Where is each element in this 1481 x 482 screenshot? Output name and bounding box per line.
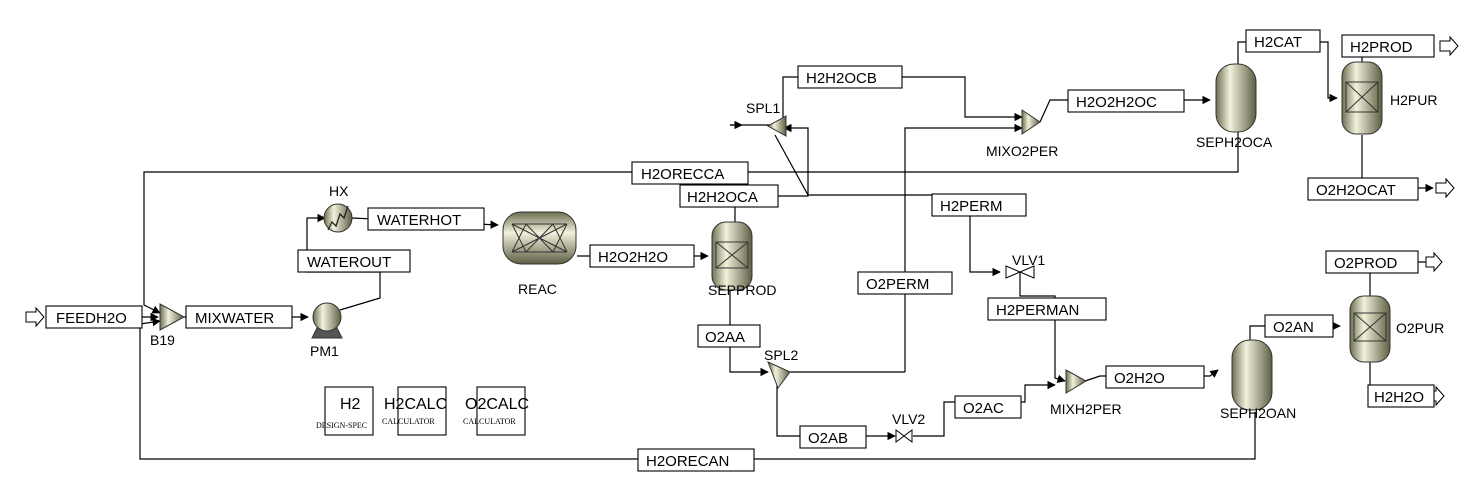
- block-label-b19: B19: [150, 332, 175, 348]
- svg-text:MIXWATER: MIXWATER: [195, 310, 274, 327]
- stream-h2perm[interactable]: H2PERM: [931, 193, 1027, 217]
- o2prod-outlet-arrow: [1425, 251, 1443, 273]
- block-label-vlv1: VLV1: [1012, 252, 1045, 268]
- svg-text:H2O2H2O: H2O2H2O: [598, 249, 668, 266]
- splitter-spl1-icon[interactable]: [766, 115, 787, 137]
- splitter-spl2-icon[interactable]: [767, 361, 791, 390]
- stream-o2prod[interactable]: O2PROD: [1325, 250, 1419, 274]
- svg-text:H2CALC: H2CALC: [384, 396, 447, 413]
- block-label-sepprod: SEPPROD: [708, 282, 776, 298]
- stream-h2o2h2oc[interactable]: H2O2H2OC: [1067, 89, 1185, 113]
- stream-h2prod[interactable]: H2PROD: [1341, 34, 1435, 58]
- svg-text:H2PERMAN: H2PERMAN: [996, 302, 1079, 319]
- h2prod-outlet-arrow: [1439, 35, 1459, 57]
- stream-o2an[interactable]: O2AN: [1264, 314, 1334, 338]
- svg-text:CALCULATOR: CALCULATOR: [463, 417, 516, 426]
- stream-o2ac[interactable]: O2AC: [954, 395, 1022, 419]
- svg-text:O2AN: O2AN: [1273, 319, 1314, 336]
- block-label-seph2oan: SEPH2OAN: [1220, 405, 1296, 421]
- svg-text:H2O2H2OC: H2O2H2OC: [1076, 94, 1157, 111]
- stream-o2ab[interactable]: O2AB: [799, 425, 867, 449]
- stream-mixwater[interactable]: MIXWATER: [185, 305, 293, 329]
- design-spec-h2[interactable]: H2 DESIGN-SPEC: [316, 386, 374, 436]
- svg-text:O2CALC: O2CALC: [465, 396, 529, 413]
- svg-text:O2AB: O2AB: [808, 430, 848, 447]
- block-label-h2pur: H2PUR: [1390, 92, 1437, 108]
- svg-text:FEEDH2O: FEEDH2O: [56, 310, 127, 327]
- block-label-pm1: PM1: [310, 343, 339, 359]
- block-label-reac: REAC: [518, 281, 557, 297]
- svg-text:H2H2OCA: H2H2OCA: [687, 189, 758, 206]
- svg-text:O2PERM: O2PERM: [866, 276, 929, 293]
- pump-pm1-icon[interactable]: [311, 302, 343, 339]
- stream-h2h2oca[interactable]: H2H2OCA: [679, 184, 779, 208]
- stream-o2perm[interactable]: O2PERM: [857, 271, 953, 295]
- o2h2ocat-outlet-arrow: [1435, 177, 1455, 199]
- svg-text:H2: H2: [340, 396, 361, 413]
- stream-h2cat[interactable]: H2CAT: [1245, 29, 1321, 53]
- valve-vlv1-icon[interactable]: [1005, 265, 1035, 279]
- stream-h2h2o[interactable]: H2H2O: [1367, 384, 1435, 408]
- stream-h2orecca[interactable]: H2ORECCA: [631, 161, 749, 185]
- svg-text:H2H2O: H2H2O: [1374, 389, 1424, 406]
- stream-o2aa[interactable]: O2AA: [697, 324, 761, 348]
- block-label-seph2oca: SEPH2OCA: [1196, 134, 1273, 150]
- stream-waterout[interactable]: WATEROUT: [297, 249, 411, 273]
- svg-text:CALCULATOR: CALCULATOR: [382, 417, 435, 426]
- svg-text:O2H2O: O2H2O: [1114, 370, 1165, 387]
- boundary-arrows: [25, 35, 1459, 407]
- svg-text:O2H2OCAT: O2H2OCAT: [1316, 182, 1396, 199]
- svg-text:WATERHOT: WATERHOT: [377, 212, 461, 229]
- svg-text:DESIGN-SPEC: DESIGN-SPEC: [316, 421, 367, 430]
- block-label-spl1: SPL1: [746, 100, 780, 116]
- flash-seph2oca-icon[interactable]: [1215, 63, 1257, 133]
- stream-h2o2h2o[interactable]: H2O2H2O: [589, 244, 695, 268]
- calculator-o2calc[interactable]: O2CALC CALCULATOR: [463, 386, 529, 436]
- block-label-spl2: SPL2: [764, 347, 798, 363]
- column-h2pur-icon[interactable]: [1341, 61, 1383, 135]
- svg-text:O2AC: O2AC: [963, 400, 1004, 417]
- feed-inlet-arrow: [25, 306, 45, 328]
- svg-text:O2PROD: O2PROD: [1334, 255, 1398, 272]
- valve-vlv2-icon[interactable]: [895, 429, 913, 443]
- block-labels: B19 HX PM1 REAC SEPPROD SPL1 SPL2 MIXO2P…: [150, 92, 1444, 427]
- svg-text:H2ORECAN: H2ORECAN: [646, 453, 729, 470]
- svg-text:O2AA: O2AA: [705, 329, 745, 346]
- mixer-mixo2per-icon[interactable]: [1021, 109, 1041, 135]
- block-label-mixh2per: MIXH2PER: [1050, 401, 1122, 417]
- calculator-blocks: H2 DESIGN-SPEC H2CALC CALCULATOR O2CALC …: [316, 386, 529, 436]
- block-label-hx: HX: [329, 183, 349, 199]
- stream-h2h2ocb[interactable]: H2H2OCB: [797, 65, 903, 89]
- block-label-mixo2per: MIXO2PER: [986, 143, 1058, 159]
- stream-o2h2o[interactable]: O2H2O: [1105, 365, 1205, 389]
- column-o2pur-icon[interactable]: [1349, 295, 1391, 363]
- mixer-mixh2per-icon[interactable]: [1065, 369, 1088, 394]
- flash-seph2oan-icon[interactable]: [1231, 339, 1273, 411]
- separator-sepprod-icon[interactable]: [711, 221, 753, 291]
- equipment: [159, 61, 1391, 443]
- svg-text:H2H2OCB: H2H2OCB: [806, 70, 877, 87]
- block-label-o2pur: O2PUR: [1396, 320, 1444, 336]
- svg-text:WATEROUT: WATEROUT: [307, 254, 391, 271]
- stream-feedh2o[interactable]: FEEDH2O: [45, 305, 143, 329]
- stream-h2orecan[interactable]: H2ORECAN: [637, 448, 755, 472]
- reactor-reac-icon[interactable]: [502, 211, 577, 265]
- heater-hx-icon[interactable]: [323, 203, 353, 233]
- stream-o2h2ocat[interactable]: O2H2OCAT: [1307, 177, 1419, 201]
- stream-waterhot[interactable]: WATERHOT: [367, 207, 485, 231]
- mixer-b19-icon[interactable]: [159, 303, 186, 331]
- svg-text:H2PROD: H2PROD: [1350, 39, 1413, 56]
- svg-text:H2CAT: H2CAT: [1254, 34, 1302, 51]
- stream-labels: FEEDH2O MIXWATER WATEROUT WATERHOT H2O2H…: [45, 29, 1435, 472]
- calculator-h2calc[interactable]: H2CALC CALCULATOR: [382, 386, 447, 436]
- stream-h2perman[interactable]: H2PERMAN: [987, 297, 1107, 321]
- svg-text:H2ORECCA: H2ORECCA: [641, 166, 724, 183]
- svg-text:H2PERM: H2PERM: [940, 198, 1003, 215]
- block-label-vlv2: VLV2: [892, 411, 925, 427]
